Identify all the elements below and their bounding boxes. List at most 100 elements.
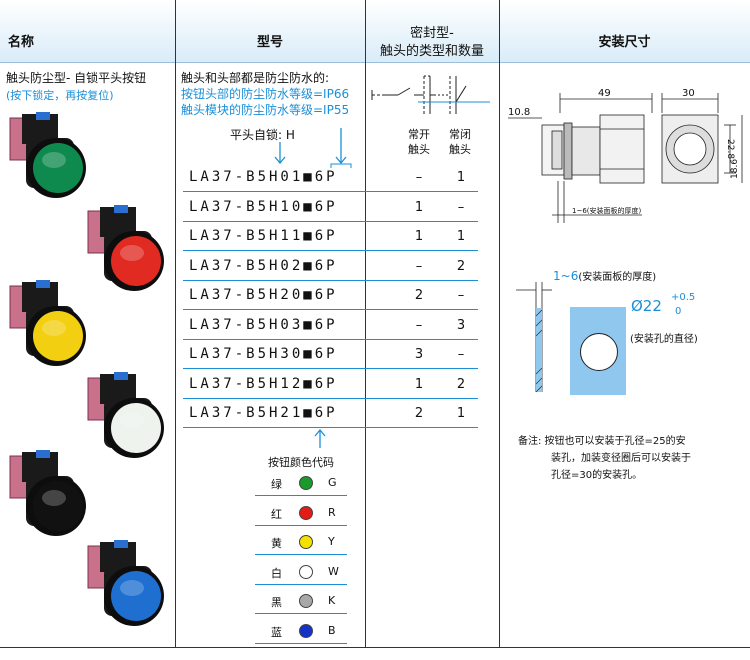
nc-contact-label-2: 触头 <box>449 143 471 156</box>
flat-lock-label: 平头自锁: H <box>230 128 295 142</box>
model-row: LA37-B5H20■6P 2 – <box>183 283 478 310</box>
hole-note: (安装孔的直径) <box>630 334 698 345</box>
nc-contact-count: 2 <box>456 376 466 392</box>
no-contact-count: 2 <box>414 288 424 303</box>
color-swatch <box>299 535 313 549</box>
white-button-photo <box>84 372 169 462</box>
nc-contact-count: – <box>457 288 465 303</box>
intro-text: 触头和头部都是防尘防水的: <box>181 71 330 85</box>
model-row: LA37-B5H11■6P 1 1 <box>183 224 478 251</box>
model-code: LA37-B5H30■6P <box>189 346 338 362</box>
model-code: LA37-B5H11■6P <box>189 228 338 244</box>
no-contact-count: 2 <box>414 406 424 421</box>
nc-contact-count: 1 <box>456 229 466 244</box>
header-model: 型号 <box>256 35 283 50</box>
no-contact-label-1: 常开 <box>408 128 430 141</box>
ip-button-text: 按钮头部的防尘防水等级=IP66 <box>181 87 350 101</box>
no-contact-count: – <box>415 170 423 185</box>
dim-49: 49 <box>598 88 611 99</box>
color-name: 黄 <box>271 537 282 550</box>
no-contact-count: 3 <box>414 347 424 362</box>
model-row: LA37-B5H12■6P 1 2 <box>183 372 478 399</box>
no-contact-count: 1 <box>414 229 424 244</box>
dim-30: 30 <box>682 88 695 99</box>
dim-10-8: 10.8 <box>508 107 530 118</box>
nc-contact-count: 2 <box>456 258 466 274</box>
bracket-mark <box>330 163 352 168</box>
dim-18-6: 18.6 <box>730 159 740 179</box>
header-band <box>0 0 750 63</box>
nc-contact-count: – <box>457 347 465 362</box>
col-divider-3 <box>499 0 500 648</box>
model-row: LA37-B5H30■6P 3 – <box>183 342 478 369</box>
panel-range-note: (安装面板的厚度) <box>578 272 657 283</box>
header-name: 名称 <box>8 35 35 50</box>
product-title: 触头防尘型- 自锁平头按钮 <box>6 71 147 85</box>
color-code: G <box>328 476 337 489</box>
color-code-label: 按钮颜色代码 <box>268 456 334 469</box>
product-subtitle: (按下锁定，再按复位) <box>6 89 114 102</box>
color-code: B <box>328 623 336 637</box>
hole-dia-value: Ø22 <box>631 297 662 315</box>
red-button-photo <box>84 205 169 295</box>
mounting-hole <box>580 333 618 371</box>
color-name: 红 <box>271 507 282 521</box>
blue-button-photo <box>84 540 169 630</box>
color-swatch <box>299 476 313 490</box>
note-line-3: 孔径=30的安装孔。 <box>551 470 643 481</box>
model-code: LA37-B5H12■6P <box>189 375 338 392</box>
bracket-note: 1~6(安装面板的厚度) <box>572 206 642 215</box>
yellow-button-photo <box>6 280 91 370</box>
color-code: K <box>328 594 336 607</box>
dimension-drawing: 10.8 49 30 22.8 18.6 1~6(安装面板的厚度) <box>508 88 743 223</box>
panel-thickness-range: 1~6(安装面板的厚度) <box>553 268 656 283</box>
hole-diameter: Ø22 +0.5 0 <box>631 292 695 317</box>
arrow-flat-head <box>274 156 286 165</box>
no-contact-count: – <box>415 317 423 333</box>
ip-module-text: 触头模块的防尘防水等级=IP55 <box>181 103 350 117</box>
tol-plus: +0.5 <box>671 292 696 303</box>
black-button-photo <box>6 450 91 540</box>
no-contact-count: 1 <box>414 376 424 392</box>
note-line-1: 备注: 按钮也可以安装于孔径=25的安 <box>518 436 686 447</box>
nc-contact-count: 3 <box>456 317 466 333</box>
model-code: LA37-B5H10■6P <box>189 198 338 215</box>
model-code: LA37-B5H03■6P <box>189 316 338 333</box>
color-code: R <box>328 505 336 519</box>
color-name: 蓝 <box>271 625 282 639</box>
green-button-photo <box>6 112 91 202</box>
model-row: LA37-B5H03■6P – 3 <box>183 313 478 340</box>
model-code: LA37-B5H20■6P <box>189 287 338 303</box>
color-name: 白 <box>271 566 282 580</box>
header-seal-2: 触头的类型和数量 <box>379 44 484 59</box>
arrow-color-head <box>335 156 347 165</box>
color-swatch <box>299 505 313 520</box>
no-contact-count: 1 <box>414 199 424 215</box>
nc-contact-count: 1 <box>456 170 466 185</box>
col-divider-2 <box>365 0 366 648</box>
color-name: 黑 <box>271 596 282 609</box>
note-line-2: 装孔，加装变径圈后可以安装于 <box>551 453 691 464</box>
nc-contact-count: 1 <box>456 406 466 421</box>
color-code-arrow <box>314 428 326 448</box>
model-code: LA37-B5H01■6P <box>189 169 338 185</box>
pointer-arrows <box>274 128 352 168</box>
header-seal-1: 密封型- <box>410 26 454 41</box>
no-contact-count: – <box>415 258 423 274</box>
no-contact-label-2: 触头 <box>408 143 430 156</box>
model-row: LA37-B5H01■6P – 1 <box>183 165 478 192</box>
bottom-rule <box>0 647 750 648</box>
panel-section-diagram <box>516 282 552 393</box>
nc-contact-label-1: 常闭 <box>449 128 471 141</box>
color-swatch <box>299 564 313 579</box>
model-row: LA37-B5H02■6P–2 <box>183 254 478 281</box>
header-size: 安装尺寸 <box>598 35 651 50</box>
dim-22-8: 22.8 <box>725 139 735 159</box>
contact-symbol-diagram <box>371 75 490 114</box>
